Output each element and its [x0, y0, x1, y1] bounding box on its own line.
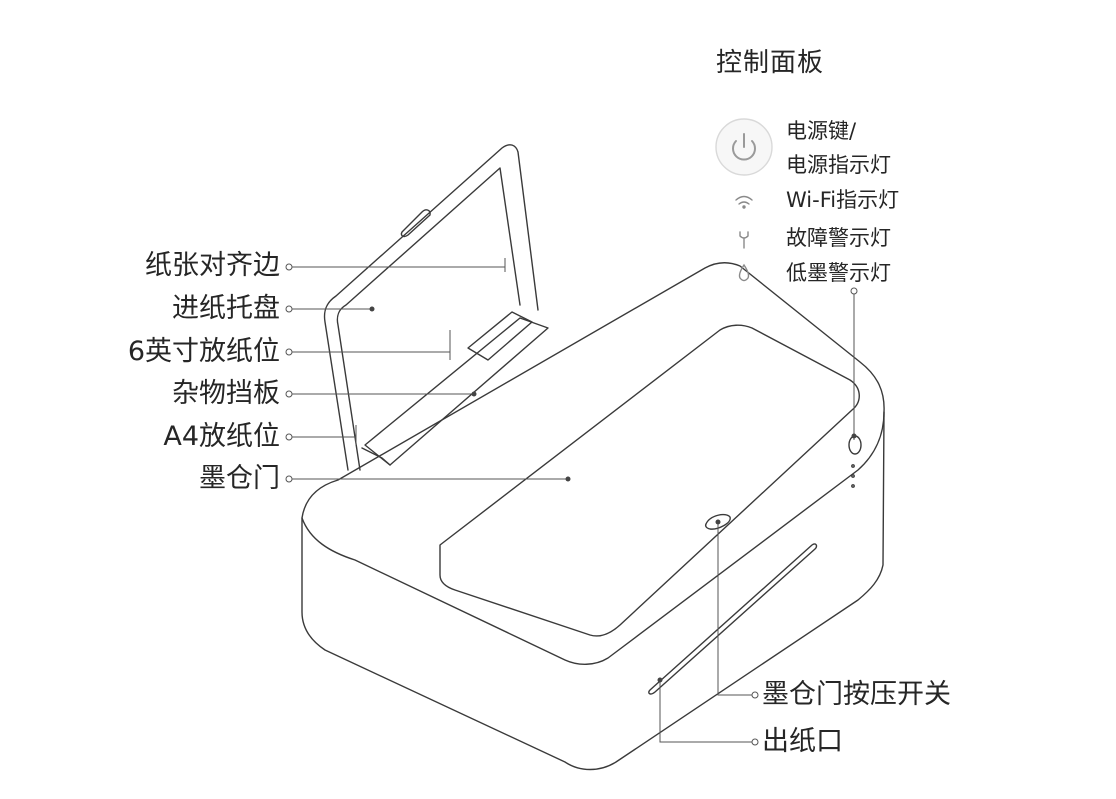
- wifi-icon: [735, 195, 753, 209]
- leader-end-7: [850, 287, 858, 295]
- six-inch-slot-label: 6英寸放纸位: [127, 336, 280, 367]
- control-panel-title: 控制面板: [716, 48, 825, 78]
- ink-door-switch: [704, 513, 731, 530]
- fault-warning-label: 故障警示灯: [786, 226, 891, 250]
- low-ink-warning-label: 低墨警示灯: [786, 261, 891, 285]
- printer-top-edge: [301, 411, 885, 665]
- leader-end-9: [751, 738, 759, 746]
- leader-end-6: [285, 475, 293, 483]
- ink-drop-icon: [738, 263, 750, 282]
- wrench-icon: [739, 231, 749, 249]
- printer-power-button: [848, 435, 862, 455]
- ink-door: [439, 324, 860, 637]
- debris-baffle-edge: [361, 447, 391, 466]
- wifi-indicator-label: Wi-Fi指示灯: [786, 188, 900, 212]
- leader-end-8: [751, 691, 759, 699]
- target-dot-feed-tray: [369, 306, 375, 312]
- leader-ink-switch: [717, 524, 752, 696]
- a4-slot-label: A4放纸位: [163, 421, 280, 452]
- target-dot-switch: [715, 519, 721, 525]
- target-dot-exit: [657, 677, 663, 683]
- debris-baffle-label: 杂物挡板: [172, 378, 280, 409]
- printer-indicator-1: [851, 464, 855, 468]
- ink-door-switch-label: 墨仓门按压开关: [762, 679, 951, 710]
- target-dot-baffle: [471, 391, 477, 397]
- power-indicator-label: 电源指示灯: [786, 153, 891, 177]
- target-dot-panel: [851, 433, 857, 439]
- debris-baffle: [364, 317, 549, 466]
- leader-end-2: [285, 305, 293, 313]
- leader-end-3: [285, 348, 293, 356]
- power-key-label: 电源键/: [786, 119, 857, 143]
- printer-body: [301, 262, 885, 771]
- power-icon: [715, 118, 773, 176]
- target-dot-ink-door: [565, 476, 571, 482]
- paper-feed-tray-label: 进纸托盘: [172, 293, 280, 324]
- ink-door-label: 墨仓门: [199, 463, 280, 494]
- paper-align-edge-label: 纸张对齐边: [145, 250, 280, 281]
- leader-exit-slot: [659, 680, 752, 743]
- leader-end-4: [285, 390, 293, 398]
- paper-exit-label: 出纸口: [762, 726, 843, 757]
- printer-indicator-2: [851, 474, 855, 478]
- six-inch-slot: [467, 311, 533, 361]
- printer-indicator-3: [851, 484, 855, 488]
- tray-handle: [400, 209, 431, 238]
- paper-tray-lid: [323, 144, 539, 471]
- leader-end-5: [285, 433, 293, 441]
- paper-tray-lid-inner: [336, 167, 521, 471]
- leader-end-1: [285, 263, 293, 271]
- paper-exit-slot: [648, 543, 818, 695]
